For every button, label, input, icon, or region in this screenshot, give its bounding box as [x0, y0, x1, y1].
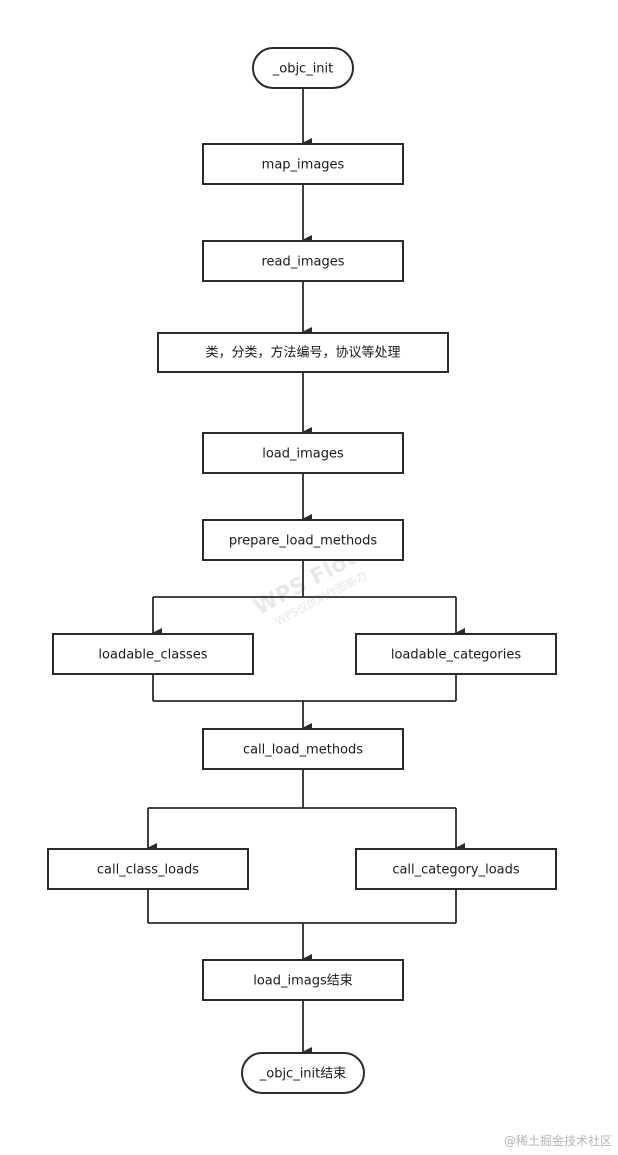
node-loadable-classes: loadable_classes — [52, 633, 254, 675]
node-call-class-loads: call_class_loads — [47, 848, 249, 890]
node-objc-init: _objc_init — [252, 47, 354, 89]
edges — [147, 88, 465, 1057]
node-load-images-label: load_images — [262, 447, 344, 462]
node-map-images-label: map_images — [262, 158, 345, 173]
node-read-images: read_images — [202, 240, 404, 282]
node-prepare-load-methods: prepare_load_methods — [202, 519, 404, 561]
node-call-category-loads-label: call_category_loads — [392, 863, 520, 878]
node-objc-init-end-label: _objc_init结束 — [259, 1067, 347, 1082]
node-call-load-methods: call_load_methods — [202, 728, 404, 770]
node-call-load-methods-label: call_load_methods — [243, 743, 363, 758]
node-call-category-loads: call_category_loads — [355, 848, 557, 890]
node-prepare-load-methods-label: prepare_load_methods — [229, 534, 378, 549]
node-map-images: map_images — [202, 143, 404, 185]
node-load-images: load_images — [202, 432, 404, 474]
node-loadable-categories-label: loadable_categories — [391, 648, 521, 663]
node-read-images-label: read_images — [261, 255, 344, 270]
node-read-images-process-label: 类，分类，方法编号，协议等处理 — [205, 345, 400, 361]
node-load-images-end: load_imags结束 — [202, 959, 404, 1001]
node-call-class-loads-label: call_class_loads — [97, 863, 199, 878]
node-objc-init-end: _objc_init结束 — [241, 1052, 365, 1094]
node-objc-init-label: _objc_init — [272, 62, 334, 77]
node-load-images-end-label: load_imags结束 — [253, 974, 353, 989]
node-read-images-process: 类，分类，方法编号，协议等处理 — [157, 332, 449, 373]
node-loadable-classes-label: loadable_classes — [98, 648, 207, 663]
credit-watermark: @稀土掘金技术社区 — [503, 1134, 612, 1148]
node-loadable-categories: loadable_categories — [355, 633, 557, 675]
